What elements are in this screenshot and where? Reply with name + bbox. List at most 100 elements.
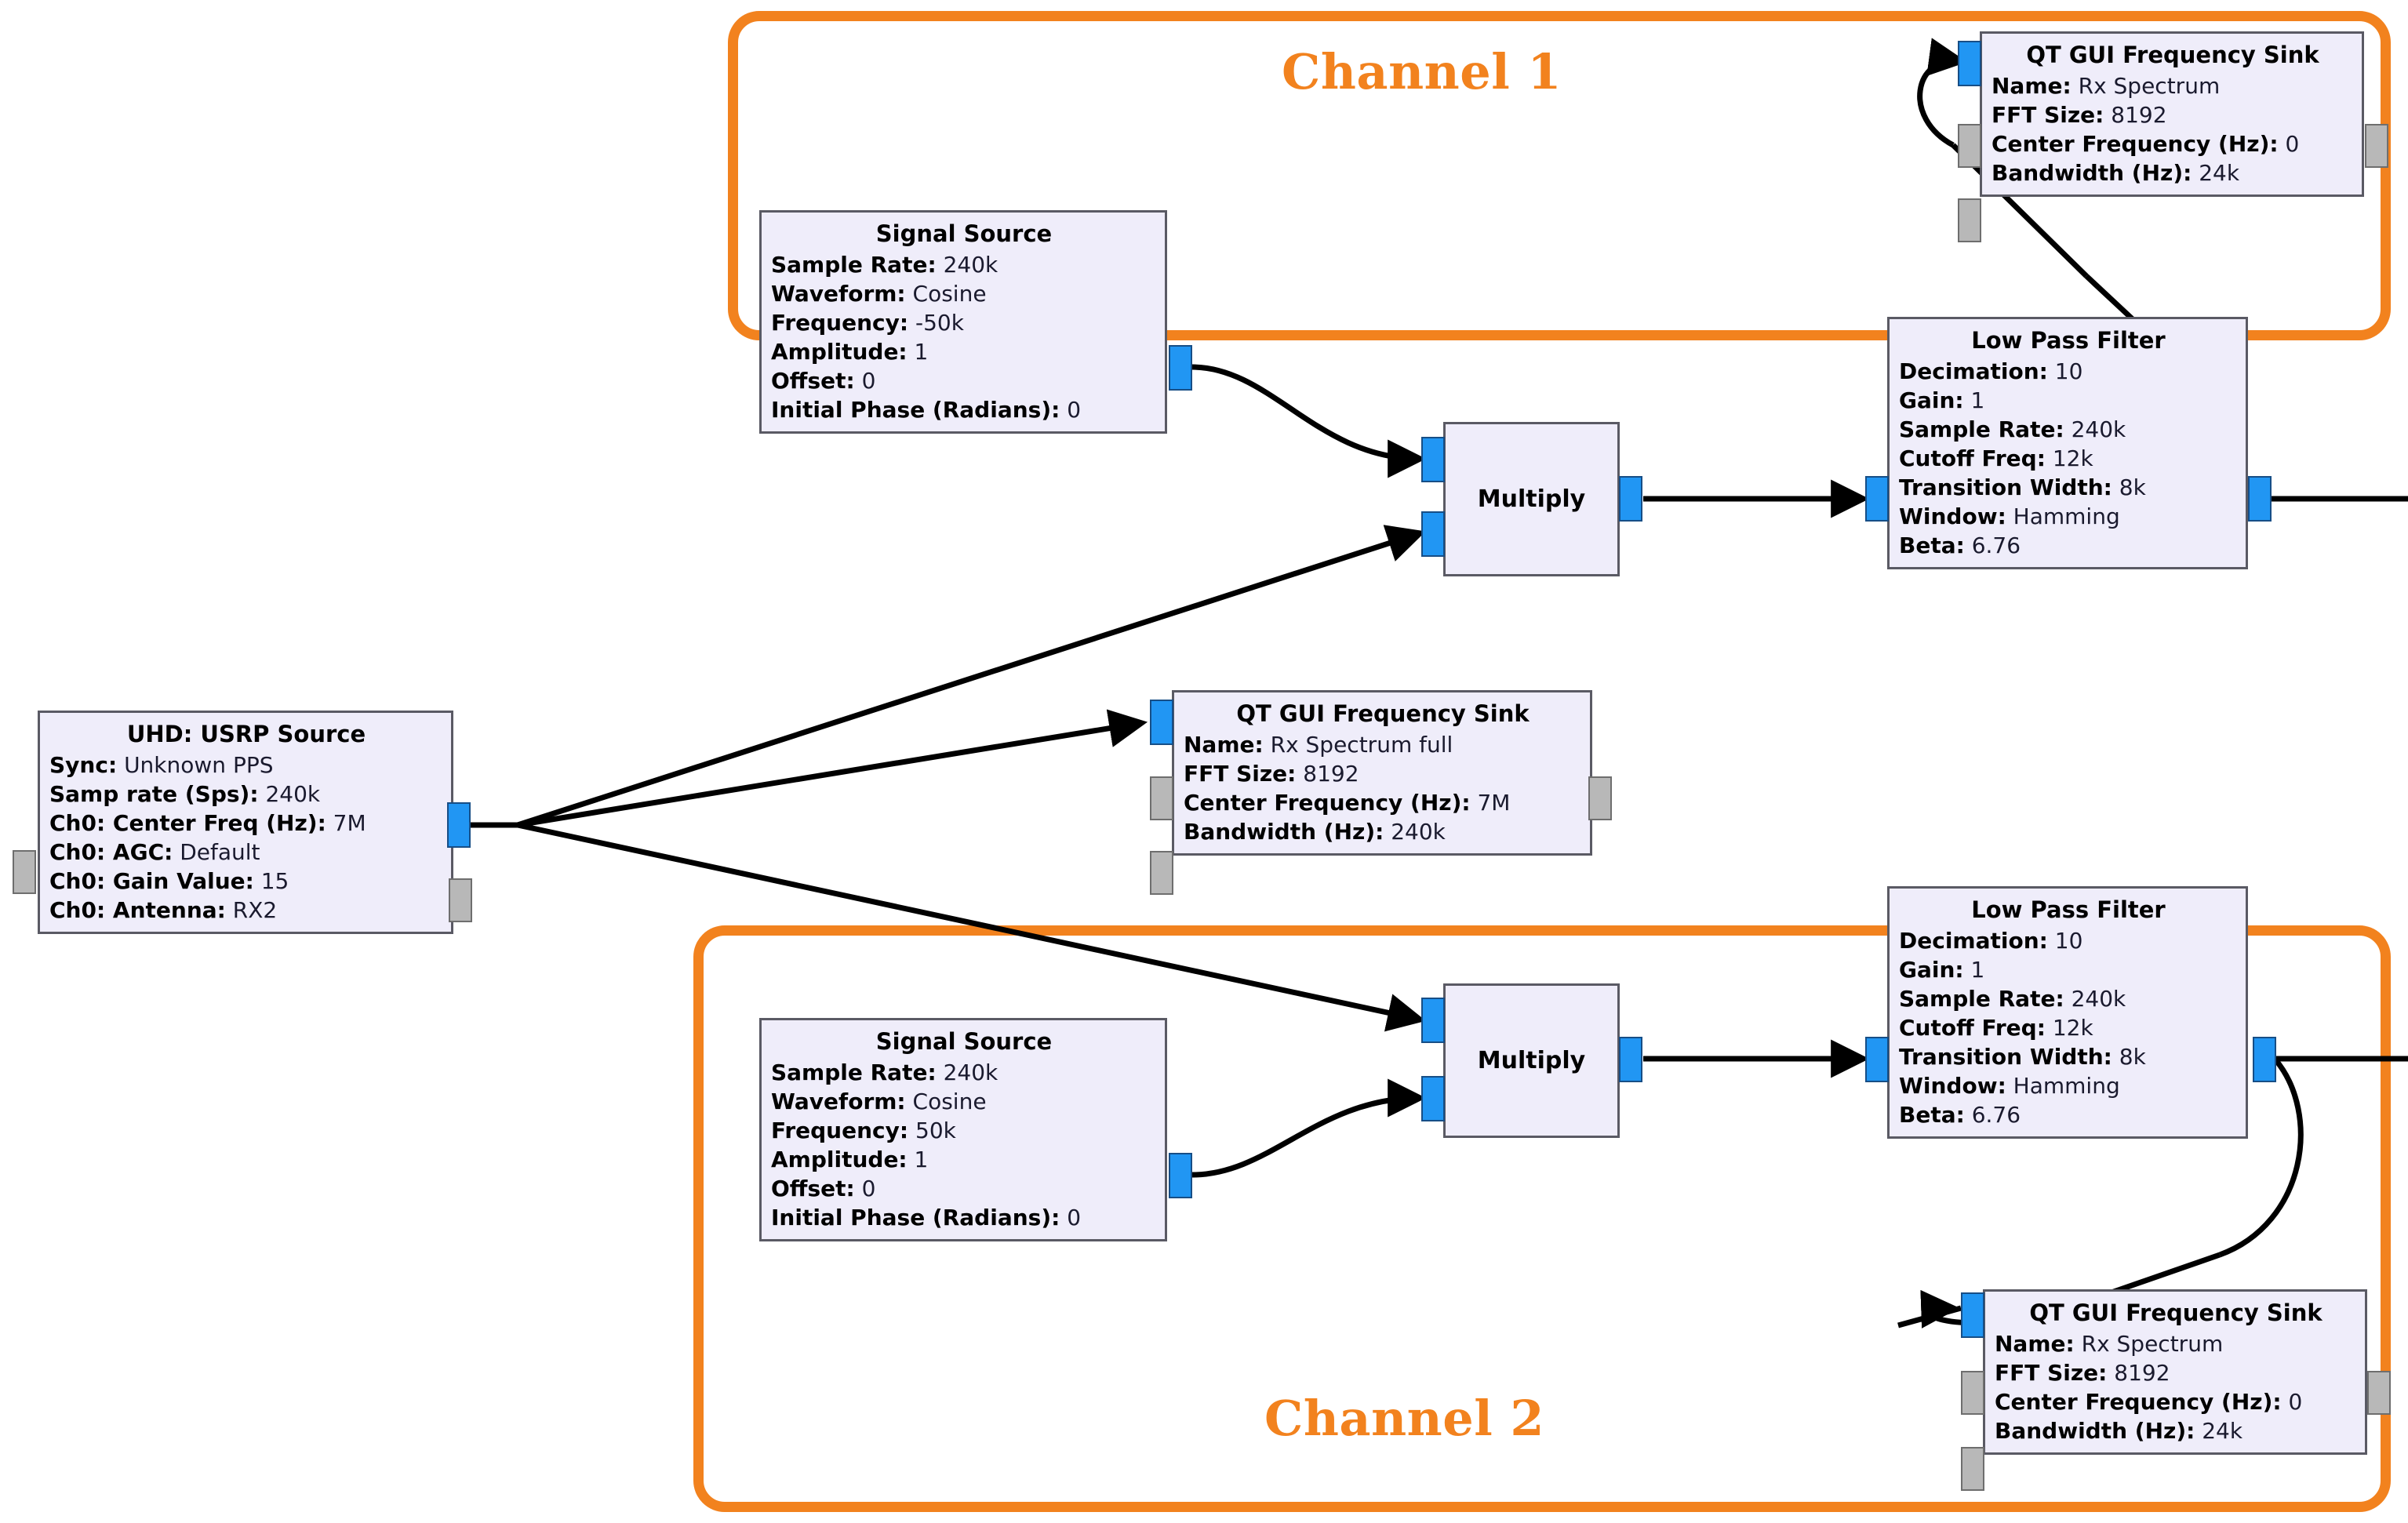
block-multiply-ch1[interactable]: Multiply [1443,422,1620,576]
param-label: Center Frequency (Hz): [1184,789,1471,816]
param-value: 0 [1067,1204,1082,1230]
freq-sink-ch2-data-port-in[interactable] [1961,1292,1984,1338]
param-label: Ch0: AGC: [49,838,173,865]
param-label: Waveform: [771,1088,906,1114]
block-title: Multiply [1477,1047,1586,1074]
param-label: Center Frequency (Hz): [1995,1388,2282,1415]
block-uhd-usrp-source[interactable]: UHD: USRP Source Sync: Unknown PPS Samp … [38,711,453,934]
block-param-row: Amplitude: 1 [771,1146,1157,1175]
block-low-pass-filter-ch1[interactable]: Low Pass Filter Decimation: 10 Gain: 1 S… [1887,317,2248,569]
param-value: -50k [915,309,964,336]
usrp-source-data-port-out[interactable] [447,802,471,848]
param-label: Cutoff Freq: [1899,1014,2046,1041]
block-title: QT GUI Frequency Sink [1236,700,1530,727]
param-value: 1 [914,1146,929,1172]
param-label: Gain: [1899,956,1964,983]
param-value: Default [180,838,260,865]
freq-sink-full-data-port-in[interactable] [1150,700,1173,745]
param-value: Cosine [912,1088,987,1114]
param-value: 8192 [2114,1359,2170,1386]
multiply-ch2-data-port-in-1[interactable] [1421,1076,1445,1121]
block-title: QT GUI Frequency Sink [2026,42,2319,68]
multiply-ch2-data-port-out[interactable] [1619,1037,1642,1082]
lpf-ch2-data-port-out[interactable] [2253,1037,2276,1082]
usrp-source-message-port-out[interactable] [449,878,472,922]
lpf-ch1-data-port-out[interactable] [2248,476,2272,522]
block-param-row: Bandwidth (Hz): 240k [1184,818,1582,847]
block-param-row: Sample Rate: 240k [1899,985,2238,1014]
usrp-source-message-port-in[interactable] [13,850,36,894]
freq-sink-ch2-message-port-in-1[interactable] [1961,1447,1984,1491]
block-param-row: Decimation: 10 [1899,927,2238,956]
freq-sink-full-message-port-in-1[interactable] [1150,851,1173,895]
block-param-row: Transition Width: 8k [1899,474,2238,503]
freq-sink-ch1-message-port-in-1[interactable] [1958,198,1981,242]
block-param-row: Bandwidth (Hz): 24k [1995,1417,2357,1446]
param-value: 1 [914,338,929,365]
signal-source-ch1-data-port-out[interactable] [1169,345,1192,391]
param-value: 1 [1970,956,1985,983]
block-param-row: FFT Size: 8192 [1184,760,1582,789]
param-label: Name: [1992,73,2072,99]
multiply-ch1-data-port-out[interactable] [1619,476,1642,522]
param-label: FFT Size: [1995,1359,2108,1386]
param-label: Window: [1899,503,2006,529]
block-param-row: Cutoff Freq: 12k [1899,445,2238,474]
block-qt-gui-frequency-sink-ch2[interactable]: QT GUI Frequency Sink Name: Rx Spectrum … [1983,1289,2367,1455]
param-value: RX2 [232,896,278,923]
block-param-row: Beta: 6.76 [1899,1101,2238,1130]
param-label: Beta: [1899,532,1965,558]
block-param-row: Samp rate (Sps): 240k [49,780,443,809]
param-label: Sample Rate: [771,252,937,278]
freq-sink-ch1-data-port-in[interactable] [1958,41,1981,86]
param-value: 0 [861,367,876,394]
multiply-ch1-data-port-in-1[interactable] [1421,511,1445,557]
param-value: Hamming [2013,1072,2120,1099]
block-param-row: Sync: Unknown PPS [49,751,443,780]
multiply-ch1-data-port-in-0[interactable] [1421,437,1445,482]
freq-sink-ch2-message-port-out[interactable] [2367,1371,2391,1415]
param-value: 24k [2202,1417,2243,1444]
freq-sink-ch2-message-port-in-0[interactable] [1961,1371,1984,1415]
block-param-row: Gain: 1 [1899,387,2238,416]
freq-sink-full-message-port-out[interactable] [1588,776,1612,820]
multiply-ch2-data-port-in-0[interactable] [1421,998,1445,1043]
param-label: Sample Rate: [771,1060,937,1085]
block-signal-source-ch1[interactable]: Signal Source Sample Rate: 240k Waveform… [759,210,1167,434]
param-label: Decimation: [1899,928,2048,954]
lpf-ch1-data-port-in[interactable] [1865,476,1889,522]
param-label: Waveform: [771,280,906,307]
param-value: 240k [265,780,321,807]
param-value: 0 [2288,1388,2303,1415]
signal-source-ch2-data-port-out[interactable] [1169,1153,1192,1198]
param-value: 240k [943,1060,998,1085]
block-param-row: Center Frequency (Hz): 0 [1992,130,2354,159]
block-low-pass-filter-ch2[interactable]: Low Pass Filter Decimation: 10 Gain: 1 S… [1887,886,2248,1139]
block-param-row: FFT Size: 8192 [1992,101,2354,130]
block-qt-gui-frequency-sink-ch1[interactable]: QT GUI Frequency Sink Name: Rx Spectrum … [1980,31,2364,197]
param-value: Rx Spectrum [2081,1331,2224,1357]
param-label: Gain: [1899,387,1964,413]
lpf-ch2-data-port-in[interactable] [1865,1037,1889,1082]
block-qt-gui-frequency-sink-full[interactable]: QT GUI Frequency Sink Name: Rx Spectrum … [1172,690,1592,856]
block-signal-source-ch2[interactable]: Signal Source Sample Rate: 240k Waveform… [759,1018,1167,1241]
param-value: 6.76 [1971,532,2021,558]
freq-sink-ch1-message-port-in-0[interactable] [1958,124,1981,168]
param-label: Samp rate (Sps): [49,780,259,807]
param-label: Ch0: Antenna: [49,896,226,923]
freq-sink-ch1-message-port-out[interactable] [2365,124,2388,168]
channel-1-label: Channel 1 [1282,43,1562,100]
block-param-row: Ch0: Gain Value: 15 [49,867,443,896]
channel-2-group[interactable] [693,925,2391,1512]
block-multiply-ch2[interactable]: Multiply [1443,983,1620,1138]
block-param-row: Window: Hamming [1899,503,2238,532]
param-label: Decimation: [1899,358,2048,384]
param-label: Transition Width: [1899,474,2112,500]
freq-sink-full-message-port-in-0[interactable] [1150,776,1173,820]
param-label: Offset: [771,1175,855,1201]
block-param-row: Beta: 6.76 [1899,532,2238,561]
param-value: 10 [2054,358,2083,384]
param-label: Amplitude: [771,338,908,365]
param-value: Hamming [2013,503,2120,529]
